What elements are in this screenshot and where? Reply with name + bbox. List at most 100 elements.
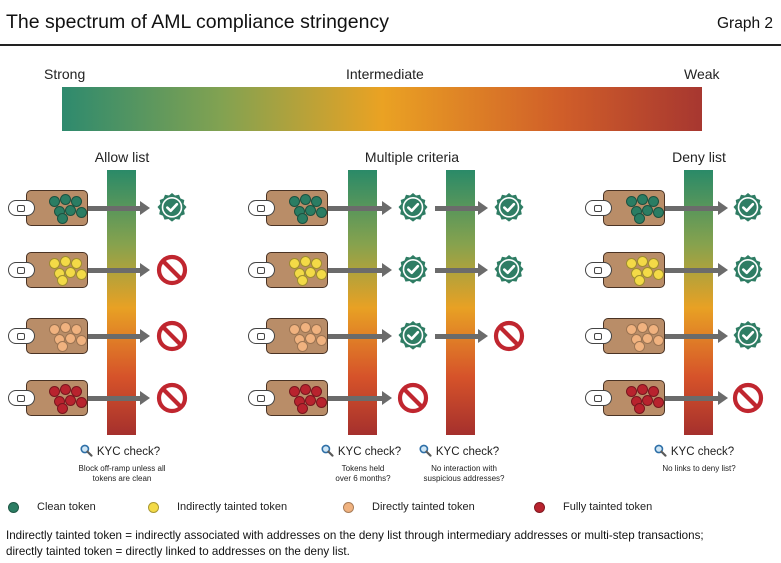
wallet-body bbox=[266, 190, 328, 226]
criteria-a-caption-line: Tokens held bbox=[341, 464, 385, 473]
full-token-coin bbox=[626, 386, 637, 397]
wallet-body bbox=[603, 252, 665, 288]
direct-token-coin bbox=[648, 324, 659, 335]
clean-token-coin bbox=[289, 196, 300, 207]
header-rule bbox=[0, 44, 781, 46]
full-token-coin bbox=[76, 397, 87, 408]
clean-token-coin bbox=[76, 207, 87, 218]
indirect-token-coin bbox=[289, 258, 300, 269]
indirect-token-coin bbox=[65, 267, 76, 278]
indirect-token-coin bbox=[57, 275, 68, 286]
indirect-token-coin bbox=[316, 269, 327, 280]
wallet-icon bbox=[8, 190, 88, 226]
check-badge-icon bbox=[732, 254, 764, 286]
indirect-token-coin bbox=[300, 256, 311, 267]
indirect-token-coin bbox=[637, 256, 648, 267]
wallet-clasp bbox=[585, 200, 612, 216]
wallet-icon bbox=[8, 252, 88, 288]
full-token-coin bbox=[634, 403, 645, 414]
flow-arrow bbox=[88, 329, 150, 343]
clean-token-coin bbox=[316, 207, 327, 218]
indirect-token-coin bbox=[642, 267, 653, 278]
indirect-token-coin bbox=[634, 275, 645, 286]
criteria-a-kyc-check: KYC check? bbox=[321, 444, 401, 460]
clean-token-coin bbox=[65, 205, 76, 216]
wallet-body bbox=[26, 380, 88, 416]
deny-caption: No links to deny list? bbox=[662, 464, 735, 474]
clean-token-coin bbox=[57, 213, 68, 224]
wallet-body bbox=[266, 380, 328, 416]
full-token-coin bbox=[65, 395, 76, 406]
wallet-clasp bbox=[8, 390, 35, 406]
criteria-b-kyc-label: KYC check? bbox=[435, 446, 500, 458]
criteria-a-filter-bar bbox=[348, 170, 377, 435]
legend-indirect-dot bbox=[148, 502, 159, 513]
wallet-body bbox=[26, 318, 88, 354]
direct-token-coin bbox=[289, 324, 300, 335]
indirect-token-coin bbox=[305, 267, 316, 278]
full-token-coin bbox=[60, 384, 71, 395]
deny-list-title: Deny list bbox=[672, 149, 726, 165]
check-badge-icon bbox=[397, 192, 429, 224]
direct-token-coin bbox=[60, 322, 71, 333]
allow-caption: Block off-ramp unless all tokens are cle… bbox=[79, 464, 166, 484]
full-token-coin bbox=[653, 397, 664, 408]
criteria-a-caption: Tokens held over 6 months? bbox=[335, 464, 390, 484]
no-entry-icon bbox=[732, 382, 764, 414]
wallet-icon bbox=[585, 380, 665, 416]
full-token-coin bbox=[49, 386, 60, 397]
check-badge-icon bbox=[397, 320, 429, 352]
flow-arrow bbox=[88, 201, 150, 215]
allow-kyc-label: KYC check? bbox=[96, 446, 161, 458]
clean-token-coin bbox=[300, 194, 311, 205]
wallet-body bbox=[603, 380, 665, 416]
check-badge-icon bbox=[732, 192, 764, 224]
criteria-b-caption-line: suspicious addresses? bbox=[423, 474, 505, 483]
direct-token-coin bbox=[311, 324, 322, 335]
full-token-coin bbox=[300, 384, 311, 395]
flow-arrow bbox=[665, 263, 728, 277]
full-token-coin bbox=[637, 384, 648, 395]
indirect-token-coin bbox=[648, 258, 659, 269]
direct-token-coin bbox=[49, 324, 60, 335]
flow-arrow bbox=[328, 201, 392, 215]
footnote-line: directly tainted token = directly linked… bbox=[6, 545, 350, 558]
wallet-clasp bbox=[248, 262, 275, 278]
flow-arrow bbox=[88, 391, 150, 405]
deny-caption-line: No links to deny list? bbox=[662, 464, 736, 473]
wallet-clasp bbox=[248, 200, 275, 216]
direct-token-coin bbox=[76, 335, 87, 346]
legend-full-label: Fully tainted token bbox=[563, 501, 653, 513]
wallet-clasp bbox=[585, 328, 612, 344]
allow-kyc-check: KYC check? bbox=[80, 444, 160, 460]
direct-token-coin bbox=[653, 335, 664, 346]
deny-kyc-label: KYC check? bbox=[670, 446, 735, 458]
flow-arrow bbox=[665, 201, 728, 215]
full-token-coin bbox=[305, 395, 316, 406]
direct-token-coin bbox=[65, 333, 76, 344]
indirect-token-coin bbox=[49, 258, 60, 269]
wallet-icon bbox=[585, 252, 665, 288]
deny-kyc-check: KYC check? bbox=[654, 444, 734, 460]
clean-token-coin bbox=[71, 196, 82, 207]
criteria-b-caption-line: No interaction with bbox=[431, 464, 497, 473]
full-token-coin bbox=[311, 386, 322, 397]
full-token-coin bbox=[297, 403, 308, 414]
flow-arrow bbox=[665, 391, 728, 405]
scale-intermediate-label: Intermediate bbox=[346, 66, 424, 82]
clean-token-coin bbox=[311, 196, 322, 207]
no-entry-icon bbox=[397, 382, 429, 414]
graph-label: Graph 2 bbox=[716, 15, 773, 32]
legend-direct-label: Directly tainted token bbox=[372, 501, 475, 513]
allow-caption-line: Block off-ramp unless all bbox=[78, 464, 166, 473]
flow-arrow bbox=[328, 329, 392, 343]
clean-token-coin bbox=[49, 196, 60, 207]
criteria-b-kyc-check: KYC check? bbox=[419, 444, 499, 460]
legend-clean-label: Clean token bbox=[37, 501, 96, 513]
wallet-body bbox=[603, 190, 665, 226]
flow-arrow bbox=[328, 263, 392, 277]
clean-token-coin bbox=[626, 196, 637, 207]
legend-clean-dot bbox=[8, 502, 19, 513]
clean-token-coin bbox=[637, 194, 648, 205]
direct-token-coin bbox=[300, 322, 311, 333]
